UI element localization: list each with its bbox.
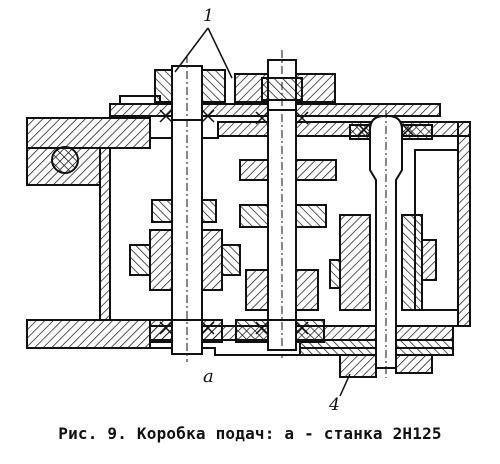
center-lines: [186, 50, 387, 378]
shaft-1-gears: [129, 199, 241, 343]
subfigure-label: а: [203, 366, 214, 387]
left-top-wall: [26, 117, 151, 149]
left-wall: [99, 147, 111, 321]
output-gear-4: [339, 354, 377, 378]
shaft-2-gears: [235, 77, 337, 343]
callout-leaders: [174, 27, 351, 397]
cross-shaft-section: [51, 146, 79, 174]
bearings: [159, 109, 415, 335]
figure-caption: Рис. 9. Коробка подач: а - станка 2Н125: [58, 424, 442, 443]
callout-label-4: 4: [329, 395, 340, 415]
left-bottom-wall: [26, 319, 151, 349]
right-wall: [457, 121, 471, 327]
callout-label-1: 1: [203, 6, 214, 26]
